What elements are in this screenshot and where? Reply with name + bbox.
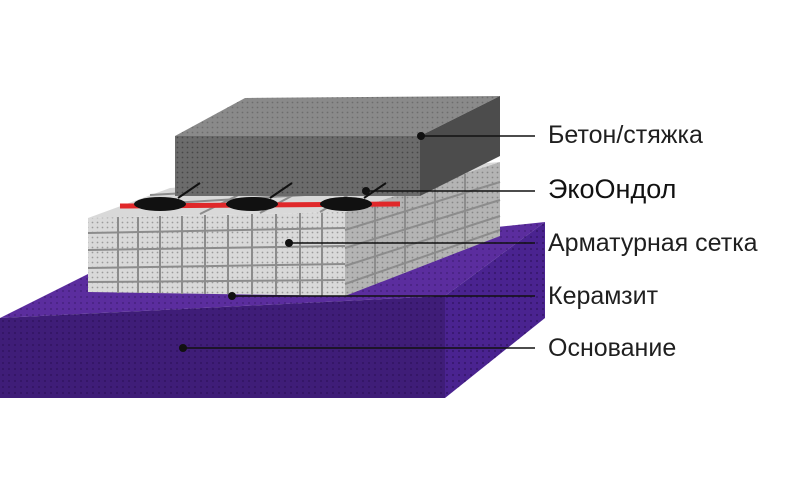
concrete-layer: [175, 96, 500, 196]
heating-element-2: [226, 197, 278, 211]
heating-film: [119, 182, 401, 211]
leader-lines: [179, 132, 535, 352]
label-base: Основание: [548, 334, 677, 362]
heating-element-3: [320, 197, 372, 211]
label-concrete: Бетон/стяжка: [548, 121, 703, 149]
concrete-side-face: [420, 96, 500, 196]
heating-element-1: [134, 197, 186, 211]
label-clay: Керамзит: [548, 282, 659, 310]
label-rebar-mesh: Арматурная сетка: [548, 229, 758, 257]
label-heating-film: ЭкоОндол: [548, 174, 677, 204]
